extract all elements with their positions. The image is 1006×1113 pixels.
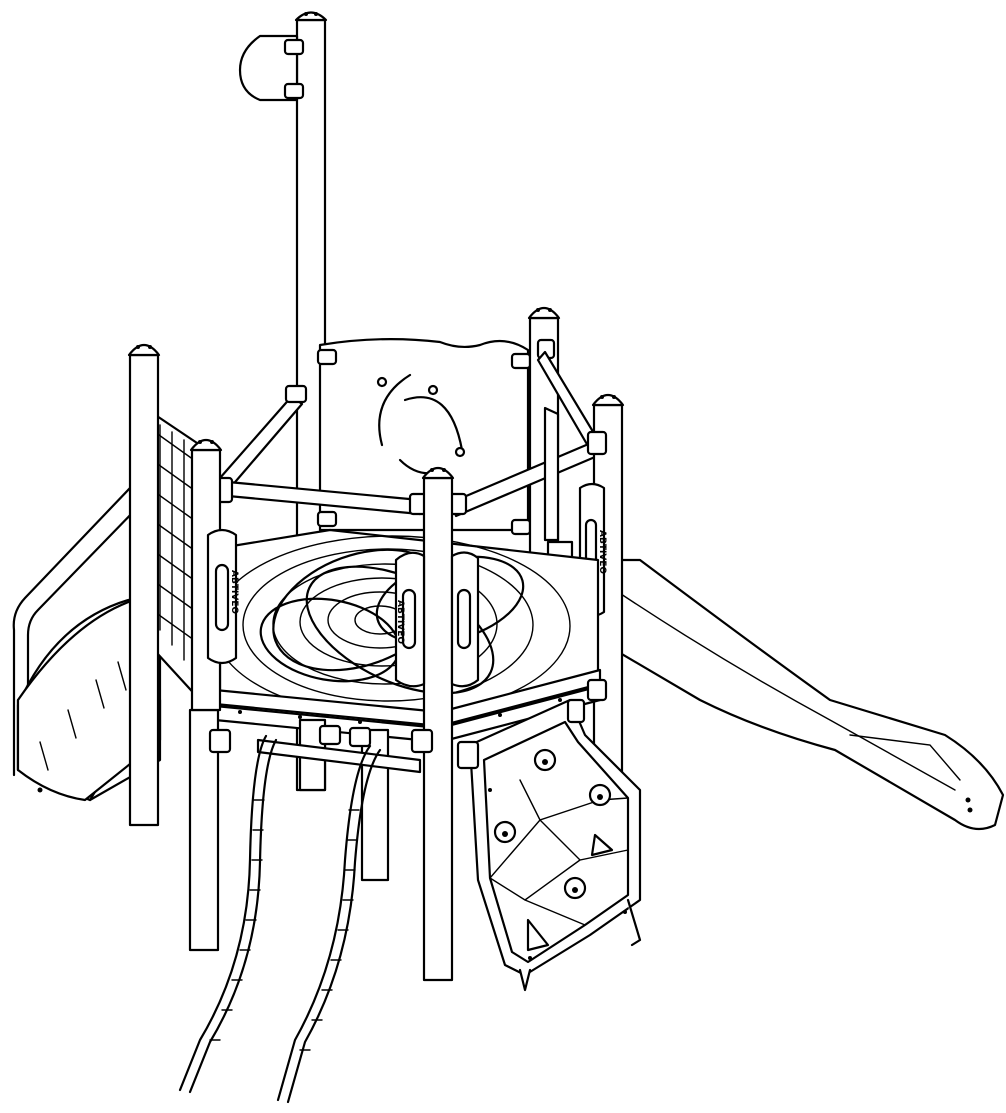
left-post [127,343,161,827]
deck-bolt [298,715,302,719]
post-cap-dot [314,12,318,16]
back-panel [316,338,532,536]
front-center-post: ABTIVEO [394,466,480,982]
slide-bolt [967,807,973,813]
panel-bolt [37,787,43,793]
post-cap-dot [600,395,604,399]
deck-bolt [498,713,502,717]
ropes [178,734,382,1104]
left-handle-brand-text: ABTIVEO [229,570,239,614]
climbing-hold [533,748,557,772]
wall-bolt [623,910,627,914]
post-cap-dot [430,468,434,472]
upper-rails [210,350,604,518]
handle-brand-text: ABTIVEO [597,530,607,574]
slide-bolt [965,797,971,803]
post-cap-dot [210,440,214,444]
post-cap-dot [548,308,552,312]
wall-bolt [488,788,492,792]
post-cap-dot [198,440,202,444]
climbing-hold [563,876,587,900]
post-cap-dot [304,12,308,16]
deck-bolt [358,720,362,724]
deck-bolt [558,698,562,702]
post-cap-dot [442,468,446,472]
climbing-hold [493,820,517,844]
post-cap-dot [136,345,140,349]
front-left-post: ABTIVEO [189,438,239,754]
deck-bolt [238,710,242,714]
climbing-hold [588,783,612,807]
center-handle-brand-text: ABTIVEO [395,600,405,644]
post-cap-dot [148,345,152,349]
post-cap-dot [536,308,540,312]
slide-right [596,558,1005,831]
wall-bolt [528,956,532,960]
deck-clamps [318,678,608,770]
post-cap-dot [612,395,616,399]
support-legs [188,708,422,952]
climbing-wall [468,698,642,992]
